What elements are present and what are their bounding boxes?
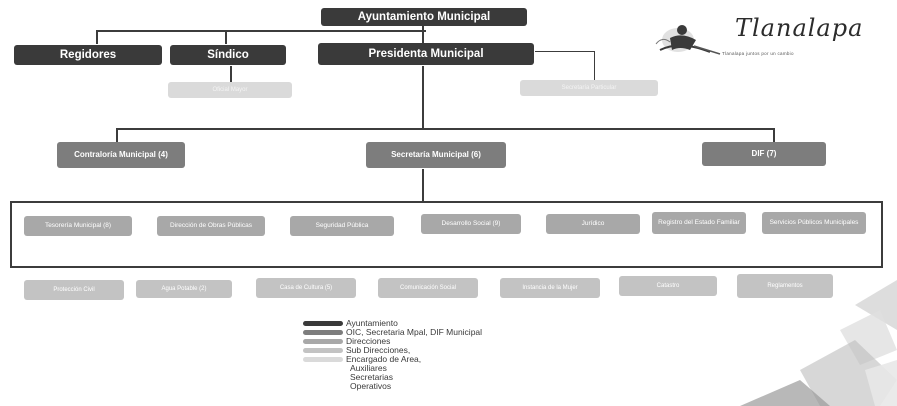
- node-secretaria-municipal: Secretaría Municipal (6): [366, 142, 506, 168]
- connector-line: [96, 30, 98, 44]
- connector-line: [116, 128, 775, 130]
- node-catastro: Catastro: [619, 276, 717, 296]
- connector-line: [116, 128, 118, 142]
- node-agua-potable: Agua Potable (2): [136, 280, 232, 298]
- node-tesoreria: Tesorería Municipal (8): [24, 216, 132, 236]
- legend-label: Direcciones: [346, 336, 391, 346]
- node-secretaria-particular: Secretaría Particular: [520, 80, 658, 96]
- legend-swatch-ayuntamiento: [303, 321, 343, 326]
- node-dif: DIF (7): [702, 142, 826, 166]
- logo-wordmark: Tlanalapa: [735, 14, 864, 42]
- legend-label: Operativos: [350, 381, 392, 391]
- connector-line: [422, 20, 424, 32]
- logo-emblem-icon: [655, 25, 721, 55]
- connector-line: [881, 201, 883, 268]
- node-presidenta-municipal: Presidenta Municipal: [318, 43, 534, 65]
- legend-label: Ayuntamiento: [346, 318, 398, 328]
- decorative-corner-shapes: [740, 280, 897, 406]
- connector-line: [10, 201, 12, 268]
- legend-swatch-encargado: [303, 357, 343, 362]
- connector-line: [422, 66, 424, 129]
- legend-label: Sub Direcciones,: [346, 345, 411, 355]
- connector-line: [225, 30, 227, 44]
- node-instancia-mujer: Instancia de la Mujer: [500, 278, 600, 298]
- connector-line: [422, 30, 424, 44]
- node-juridico: Jurídico: [546, 214, 640, 234]
- node-contraloria-municipal: Contraloría Municipal (4): [57, 142, 185, 168]
- logo: [650, 16, 870, 66]
- node-comunicacion-social: Comunicación Social: [378, 278, 478, 298]
- connector-line: [535, 51, 595, 52]
- node-proteccion-civil: Protección Civil: [24, 280, 124, 300]
- node-desarrollo-social: Desarrollo Social (9): [421, 214, 521, 234]
- legend-swatch-subdirecciones: [303, 348, 343, 353]
- connector-line: [422, 169, 424, 202]
- node-casa-cultura: Casa de Cultura (5): [256, 278, 356, 298]
- connector-line: [96, 30, 426, 32]
- legend-label: Encargado de Area,: [346, 354, 422, 364]
- legend-swatch-direcciones: [303, 339, 343, 344]
- connector-line: [230, 66, 232, 88]
- legend-swatch-oic: [303, 330, 343, 335]
- connector-line: [594, 51, 595, 81]
- node-registro-familiar: Registro del Estado Familiar: [652, 212, 746, 234]
- logo-tagline: Tlanalapa juntos por un cambio: [722, 51, 794, 56]
- connector-line: [10, 266, 883, 268]
- node-regidores: Regidores: [14, 45, 162, 65]
- legend-label: OIC, Secretaria Mpal, DIF Municipal: [346, 327, 483, 337]
- connector-line: [773, 128, 775, 142]
- node-ayuntamiento-municipal: Ayuntamiento Municipal: [321, 8, 527, 26]
- node-servicios-publicos: Servicios Públicos Municipales: [762, 212, 866, 234]
- node-seguridad-publica: Seguridad Pública: [290, 216, 394, 236]
- node-sindico: Síndico: [170, 45, 286, 65]
- node-reglamentos: Reglamentos: [737, 274, 833, 298]
- connector-line: [10, 201, 883, 203]
- legend-label: Auxiliares: [350, 363, 387, 373]
- node-obras-publicas: Dirección de Obras Públicas: [157, 216, 265, 236]
- legend-label: Secretarias: [350, 372, 393, 382]
- node-oficial-mayor: Oficial Mayor: [168, 82, 292, 98]
